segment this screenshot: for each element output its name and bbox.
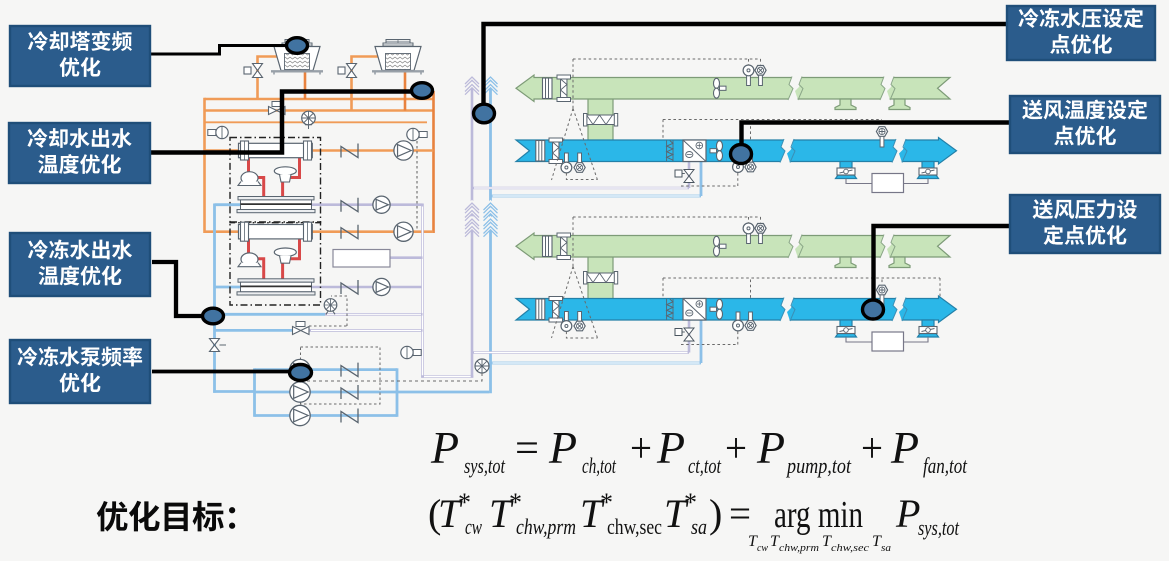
- svg-text:ct,tot: ct,tot: [688, 453, 722, 478]
- svg-text:+: +: [630, 426, 652, 472]
- svg-text:P: P: [430, 422, 459, 473]
- svg-text:T: T: [580, 491, 605, 536]
- svg-text:cw: cw: [465, 514, 482, 539]
- svg-text:P: P: [890, 422, 919, 473]
- svg-text:pump,tot: pump,tot: [785, 453, 851, 478]
- svg-text:=: =: [729, 491, 751, 536]
- svg-text:T: T: [664, 491, 689, 536]
- svg-text:*: *: [458, 488, 471, 517]
- svg-text:T: T: [822, 533, 832, 550]
- svg-text:*: *: [684, 488, 697, 517]
- svg-text:chw,prm: chw,prm: [779, 543, 819, 554]
- svg-text:fan,tot: fan,tot: [923, 453, 968, 478]
- svg-text:P: P: [756, 422, 785, 473]
- svg-text:T: T: [872, 533, 882, 550]
- svg-text:*: *: [600, 488, 613, 517]
- svg-text:): ): [709, 491, 722, 536]
- svg-text:cw: cw: [757, 543, 768, 554]
- svg-text:sys,tot: sys,tot: [918, 515, 960, 540]
- svg-text:+: +: [861, 426, 883, 472]
- svg-text:sys,tot: sys,tot: [464, 453, 506, 478]
- svg-text:T: T: [438, 491, 463, 536]
- svg-text:*: *: [509, 488, 522, 517]
- svg-text:arg min: arg min: [774, 494, 863, 536]
- svg-text:T: T: [748, 533, 758, 550]
- svg-text:chw,prm: chw,prm: [516, 514, 576, 539]
- svg-text:chw,sec: chw,sec: [607, 514, 662, 539]
- svg-text:T: T: [770, 533, 780, 550]
- svg-text:sa: sa: [881, 543, 891, 554]
- svg-text:T: T: [489, 491, 514, 536]
- svg-text:(: (: [428, 491, 441, 536]
- svg-text:P: P: [656, 422, 685, 473]
- svg-text:=: =: [515, 426, 539, 472]
- svg-text:sa: sa: [691, 514, 707, 539]
- svg-text:+: +: [725, 426, 747, 472]
- svg-text:ch,tot: ch,tot: [582, 453, 617, 478]
- svg-text:chw,sec: chw,sec: [831, 543, 869, 554]
- svg-text:P: P: [548, 422, 577, 473]
- svg-text:P: P: [895, 491, 920, 536]
